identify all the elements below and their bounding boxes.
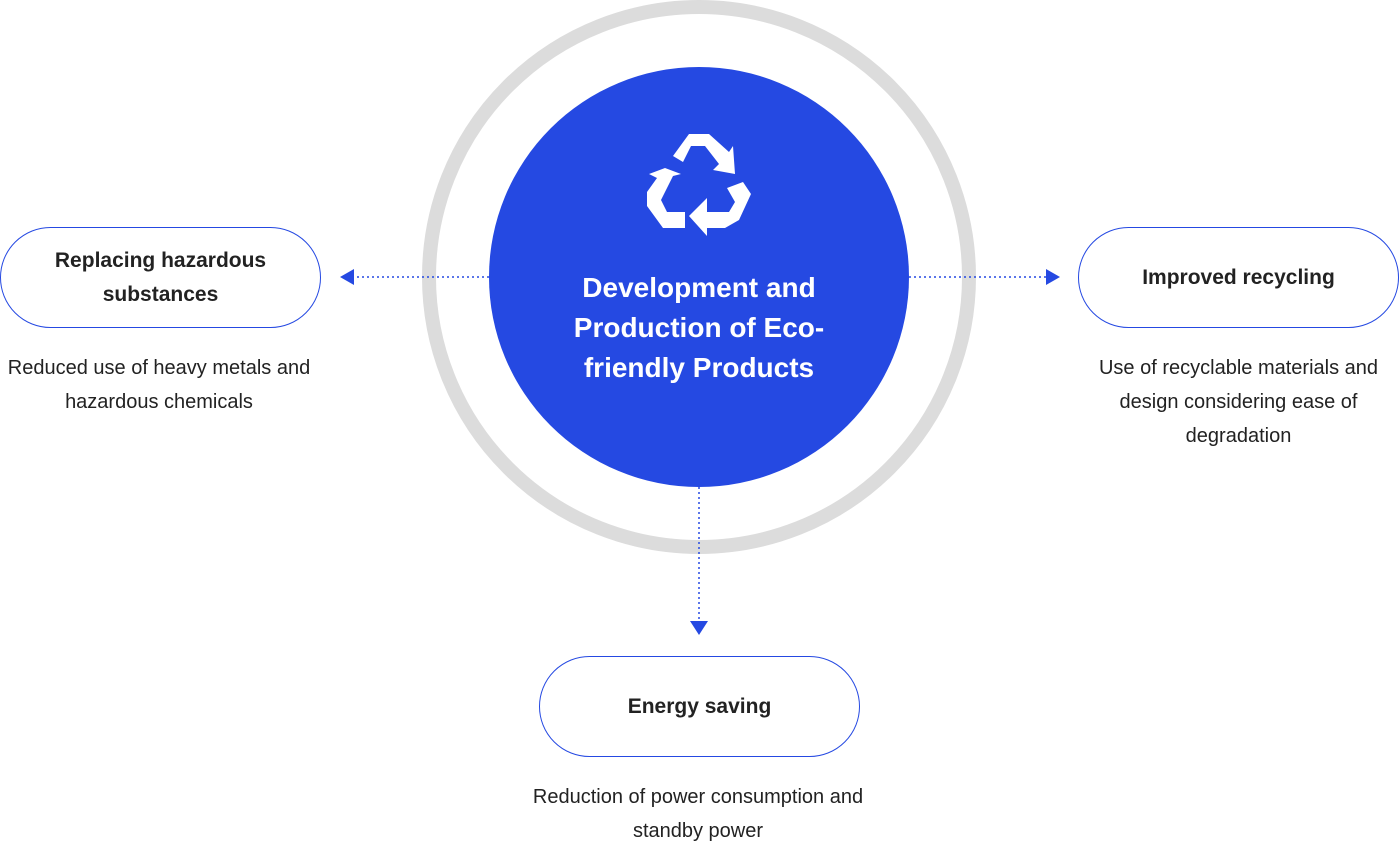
branch-description-left: Reduced use of heavy metals and hazardou…: [7, 357, 311, 413]
branch-label-right: Improved recycling: [1142, 265, 1335, 289]
branch-label-bottom: Energy saving: [627, 694, 772, 718]
bottom-arrowhead: [690, 621, 708, 635]
branch-pill-bottom: Energy saving: [539, 656, 860, 757]
right-arrowhead: [1046, 269, 1060, 285]
recycle-icon: [647, 134, 751, 236]
branch-label-left: Replacing hazardous substances: [54, 248, 267, 306]
center-title: Development and Production of Eco-friend…: [573, 272, 825, 383]
branch-pill-right: Improved recycling: [1078, 227, 1399, 328]
left-arrowhead: [340, 269, 354, 285]
branch-description-right: Use of recyclable materials and design c…: [1098, 357, 1378, 447]
branch-pill-left: Replacing hazardous substances: [0, 227, 321, 328]
branch-description-bottom: Reduction of power consumption and stand…: [532, 786, 864, 842]
